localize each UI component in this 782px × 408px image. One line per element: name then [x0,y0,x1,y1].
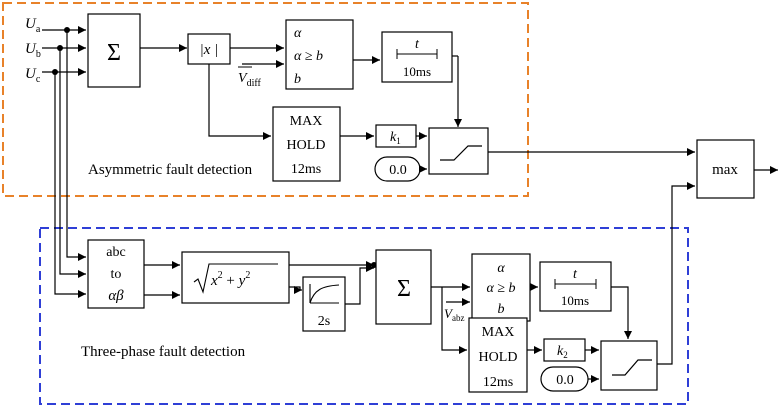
sqrt-label: x2 + y2 [210,270,250,289]
asym-sum-symbol: Σ [107,40,121,66]
tp-compare-b: b [498,302,505,317]
abs-label: |x | [200,42,219,58]
asym-compare-a: α [294,26,302,41]
tp-switch-icon [612,359,652,376]
tp-sum-block [375,249,432,325]
tp-maxhold-line3: 12ms [483,375,513,390]
tp-maxhold-line2: HOLD [479,350,518,365]
asym-compare-block [285,19,354,90]
asym-const-label: 0.0 [389,163,407,178]
wire-sqrt-to-filter [289,286,302,294]
asym-sum-block [87,13,141,88]
transform-block [87,239,145,309]
filter-label: 2s [318,314,330,329]
wire-tp-sum-to-maxhold [441,287,467,354]
asym-timer-bar-icon [396,49,438,59]
transform-line3: αβ [108,288,124,304]
threephase-region [39,227,689,405]
asym-compare-b: b [294,72,301,87]
max-label: max [712,162,738,178]
asym-region-label: Asymmetric fault detection [88,162,253,178]
asym-timer-delay: 10ms [403,64,431,79]
tp-timer-t: t [573,267,578,282]
tp-maxhold-block [468,317,528,393]
sqrt-icon [193,263,278,294]
asym-maxhold-line3: 12ms [291,162,321,177]
tp-compare-cond: α ≥ b [486,281,515,296]
wire-filter-to-sum [345,264,374,305]
wire-abs-to-maxhold [208,64,271,140]
tp-sum-symbol: Σ [397,276,411,302]
tp-maxhold-line1: MAX [482,325,515,340]
tp-switch-block [600,340,658,391]
asym-maxhold-block [272,106,341,182]
asym-gain-label: k1 [390,130,401,146]
asymmetric-region [2,2,529,197]
asym-maxhold-line2: HOLD [287,138,326,153]
input-uc-label: Uc [25,66,41,85]
input-ub-label: Ub [25,41,41,60]
vabz-label: Vabz [444,306,464,323]
tp-const-label: 0.0 [556,373,574,388]
tp-timer-delay: 10ms [561,293,589,308]
filter-curve-icon [309,284,340,304]
junction-dots [52,27,70,75]
tp-compare-block [471,253,531,322]
abs-block [187,33,231,65]
wire-tp-out-to-max [657,182,695,365]
input-ua-label: Ua [25,16,41,35]
asym-switch-icon [440,145,482,161]
asym-timer-t: t [415,37,420,52]
asym-switch-block [428,127,489,175]
tp-compare-a: α [497,261,505,276]
tp-timer-bar-icon [554,279,597,289]
max-block [696,139,755,199]
input-wires [42,26,86,298]
tp-gain-label: k2 [557,344,568,360]
wire-tp-timer-to-switch [611,286,632,339]
tp-timer-block [539,261,612,312]
asym-maxhold-line1: MAX [290,114,323,129]
asym-compare-cond: α ≥ b [294,49,323,64]
transform-line2: to [111,267,122,282]
asym-timer-block [381,31,453,83]
vdiff-label: Vdiff [238,71,261,89]
transform-line1: abc [106,245,125,260]
tp-region-label: Three-phase fault detection [81,344,246,360]
sqrt-block [181,251,290,304]
